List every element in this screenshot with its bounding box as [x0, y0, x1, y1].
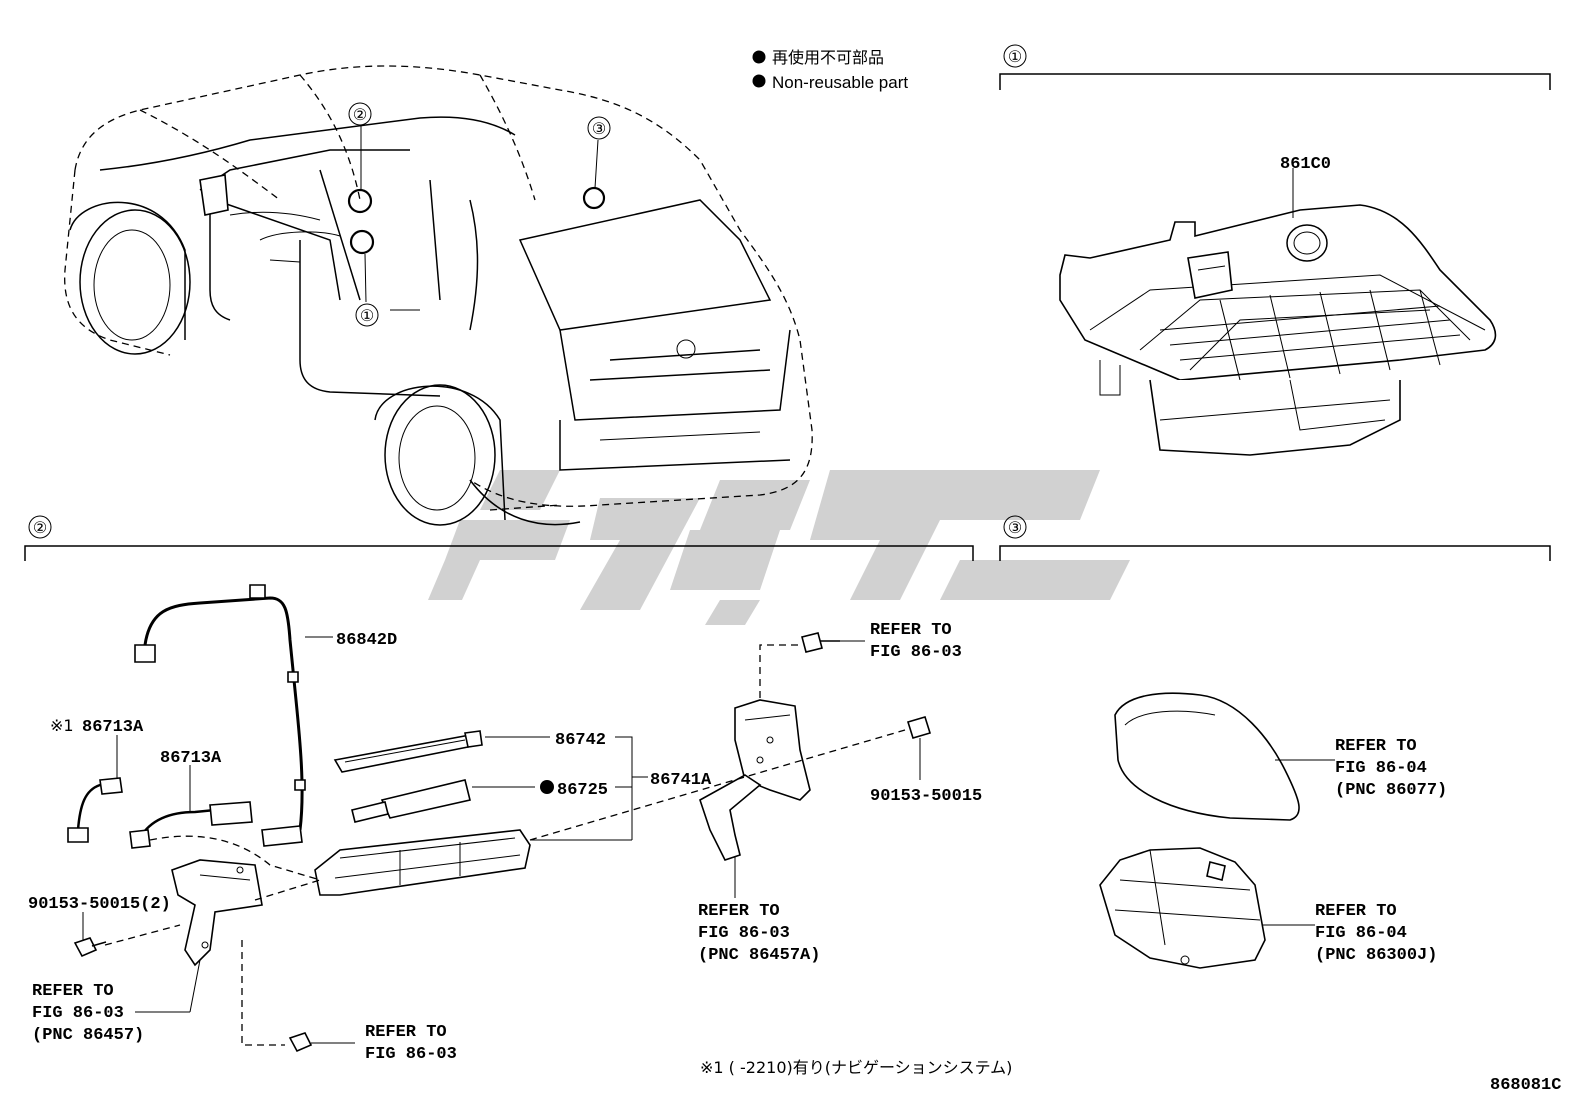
nonreusable-dot-icon — [752, 50, 766, 64]
bolt-90153-right-icon: 90153-50015 — [870, 716, 982, 806]
part-86725-module: 86725 — [351, 779, 608, 823]
svg-text:FIG 86-03: FIG 86-03 — [698, 924, 790, 943]
watermark-logo — [428, 470, 1130, 625]
vehicle-illustration: ② ① ③ — [64, 65, 813, 526]
label-86842d: 86842D — [336, 631, 397, 650]
svg-text:REFER TO: REFER TO — [32, 982, 114, 1001]
label-86713a-star: 86713A — [82, 718, 144, 737]
nonreusable-dot-icon — [540, 780, 554, 794]
svg-text:FIG 86-04: FIG 86-04 — [1315, 924, 1407, 943]
car-marker-1: ① — [360, 308, 374, 325]
svg-text:REFER TO: REFER TO — [698, 902, 780, 921]
part-86713a-star-harness: ※1 86713A — [50, 716, 144, 843]
part-right-bracket: REFER TO FIG 86-03 REFER TO FIG 86-03 (P… — [529, 621, 962, 965]
part-antenna-base: REFER TO FIG 86-04 (PNC 86300J) — [1099, 847, 1437, 969]
svg-text:②: ② — [33, 520, 47, 537]
svg-text:REFER TO: REFER TO — [1315, 902, 1397, 921]
svg-text:REFER TO: REFER TO — [365, 1023, 447, 1042]
svg-text:①: ① — [1008, 49, 1022, 66]
drawing-id: 868081C — [1490, 1076, 1561, 1095]
footnote: ※1 ( -2210)有り(ナビゲーションシステム) — [700, 1058, 1012, 1077]
svg-text:(PNC 86077): (PNC 86077) — [1335, 781, 1447, 800]
legend: 再使用不可部品 Non-reusable part — [752, 48, 908, 92]
label-861c0: 861C0 — [1280, 155, 1331, 174]
label-86725: 86725 — [557, 781, 608, 800]
label-86713a-note-mark: ※1 — [50, 716, 74, 735]
label-90153-left: 90153-50015(2) — [28, 895, 171, 914]
svg-text:FIG 86-03: FIG 86-03 — [32, 1004, 124, 1023]
svg-text:③: ③ — [1008, 520, 1022, 537]
part-86713a-harness: 86713A — [129, 749, 321, 881]
part-antenna-cover: REFER TO FIG 86-04 (PNC 86077) — [1114, 692, 1447, 821]
svg-text:(PNC 86457): (PNC 86457) — [32, 1026, 144, 1045]
car-marker-2: ② — [353, 107, 367, 124]
label-86713a: 86713A — [160, 749, 222, 768]
section-2-header: ② — [24, 515, 974, 561]
part-86742-bracket: 86742 — [333, 730, 606, 773]
label-90153-right: 90153-50015 — [870, 787, 982, 806]
svg-text:(PNC 86457A): (PNC 86457A) — [698, 946, 820, 965]
part-left-bracket — [104, 859, 321, 967]
section-3-header: ③ — [999, 515, 1551, 561]
label-86741a: 86741A — [650, 771, 712, 790]
section-1-header: ① — [999, 44, 1551, 90]
label-86742: 86742 — [555, 731, 606, 750]
nonreusable-dot-icon — [752, 74, 766, 88]
car-marker-3: ③ — [592, 121, 606, 138]
bolt-90153-left-icon: 90153-50015(2) — [28, 895, 171, 958]
svg-text:(PNC 86300J): (PNC 86300J) — [1315, 946, 1437, 965]
svg-text:REFER TO: REFER TO — [870, 621, 952, 640]
part-86842d-harness: 86842D — [134, 584, 397, 847]
refer-left-fig-86-03: REFER TO FIG 86-03 (PNC 86457) — [32, 959, 201, 1045]
legend-jp: 再使用不可部品 — [772, 48, 884, 67]
svg-text:FIG 86-03: FIG 86-03 — [870, 643, 962, 662]
legend-en: Non-reusable part — [772, 73, 908, 92]
svg-text:FIG 86-04: FIG 86-04 — [1335, 759, 1427, 778]
svg-text:REFER TO: REFER TO — [1335, 737, 1417, 756]
part-86741a-receiver: 86741A — [314, 736, 712, 896]
refer-bottom-bolt: REFER TO FIG 86-03 — [241, 940, 457, 1064]
part-861c0-display-unit: 861C0 — [1059, 155, 1497, 456]
svg-text:FIG 86-03: FIG 86-03 — [365, 1045, 457, 1064]
